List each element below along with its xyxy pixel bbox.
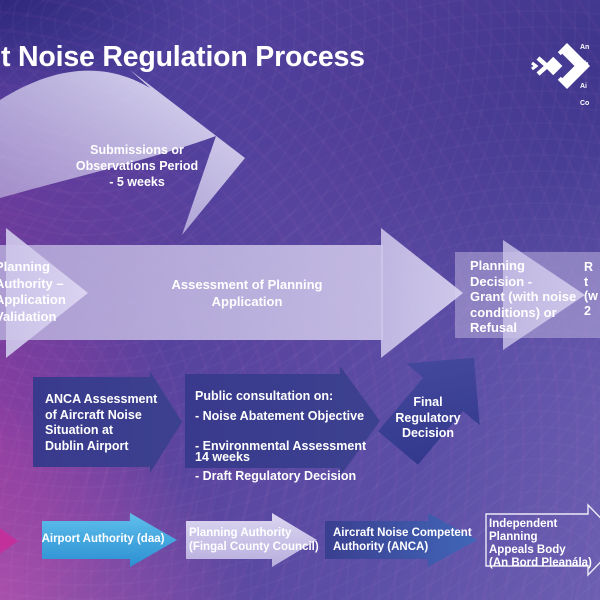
main-flow-arrowhead-3 xyxy=(503,240,585,350)
legend-label-anca: Aircraft Noise Competent Authority (ANCA… xyxy=(333,527,472,553)
pink-arrow-tip xyxy=(0,528,18,554)
legend-arrow-daa xyxy=(42,513,177,567)
stage-clipped-right-fragment: R t (w 2 xyxy=(584,260,598,318)
main-flow-arrowhead-2 xyxy=(381,228,463,358)
logo-caption-line: Th xyxy=(580,61,589,68)
legend-label-appeals-body: Independent Planning Appeals Body (An Bo… xyxy=(489,518,592,569)
public-consultation-items: - Noise Abatement Objective - Environmen… xyxy=(195,409,366,484)
legend-label-planning-authority: Planning Authority (Fingal County Counci… xyxy=(189,527,319,553)
anca-assessment-arrow xyxy=(33,371,182,473)
anca-logo-icon xyxy=(531,43,590,89)
logo-caption-line: Co xyxy=(580,100,590,107)
public-consultation-arrow xyxy=(185,366,380,476)
consultation-item: - Draft Regulatory Decision xyxy=(195,469,357,483)
logo-caption-line: An xyxy=(580,44,590,51)
legend-label-daa: Airport Authority (daa) xyxy=(41,533,165,545)
consultation-item: - Environmental Assessment xyxy=(195,439,367,453)
legend-arrow-appeals-body xyxy=(485,503,600,577)
stage-final-regulatory-decision: Final Regulatory Decision xyxy=(395,395,461,440)
stage-planning-decision: Planning Decision - Grant (with noise co… xyxy=(470,258,577,335)
page-title: t Noise Regulation Process xyxy=(1,41,365,73)
public-consultation-heading: Public consultation on: xyxy=(195,389,334,403)
submissions-period-label: Submissions or Observations Period - 5 w… xyxy=(75,143,199,189)
logo-caption-line: Ai xyxy=(580,83,587,90)
legend-arrow-anca xyxy=(325,513,477,567)
anca-logo-caption: An Th Ai Co xyxy=(580,44,600,109)
submissions-loop-arrow xyxy=(0,70,245,235)
stage-anca-assessment: ANCA Assessment of Aircraft Noise Situat… xyxy=(45,392,158,453)
legend-arrow-planning-authority xyxy=(186,513,317,567)
main-flow-arrowhead-1 xyxy=(6,228,88,358)
stage-planning-authority-validation: Planning Authority – Application Validat… xyxy=(0,259,66,324)
public-consultation-duration: 14 weeks xyxy=(195,450,250,464)
stage-assessment-of-application: Assessment of Planning Application xyxy=(171,277,323,309)
consultation-item: - Noise Abatement Objective xyxy=(195,409,365,423)
final-decision-arrow xyxy=(378,357,480,465)
